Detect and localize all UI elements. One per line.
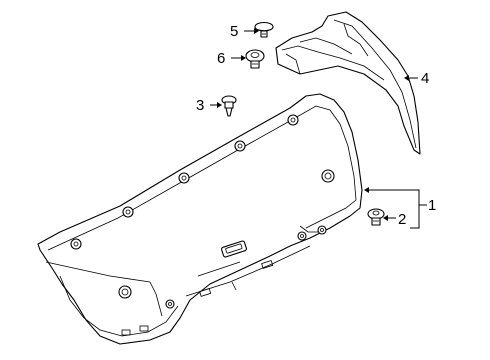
callout-2: 2 [398,211,406,228]
callout-4: 4 [421,70,429,87]
retainer-6 [245,49,265,69]
clip-holes [70,114,335,309]
fastener-3 [221,95,237,117]
callout-1: 1 [428,197,436,214]
callout-6: 6 [217,50,225,67]
side-trim-panel [275,11,421,155]
leader-lines [210,28,427,229]
push-pin-5 [254,21,274,38]
clip-2 [367,208,385,226]
callout-5: 5 [230,23,238,40]
callout-labels: 5 6 3 4 1 2 [196,23,436,228]
callout-3: 3 [196,97,204,114]
liftgate-trim-panel [37,93,363,345]
